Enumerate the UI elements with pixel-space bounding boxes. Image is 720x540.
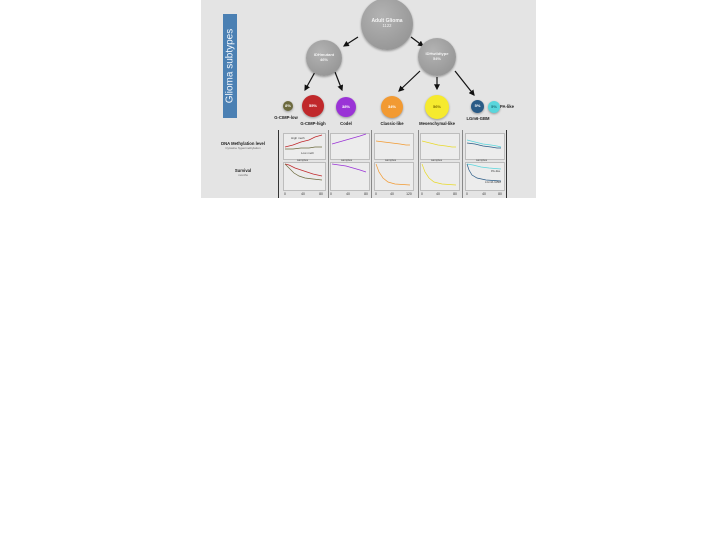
label-gcimp-high: G-CIMP-high [300,121,326,126]
note-lgm6: LGm6-GBM [485,180,502,184]
label-codel: Codel [340,121,352,126]
note-samples-5: samples [476,158,488,162]
tick-1-c: 80 [319,192,323,196]
row-title-methylation: DNA Methylation level [221,141,265,146]
row-title-survival: Survival [234,168,252,173]
note-samples-2: samples [341,158,353,162]
meth-panel-3 [374,133,414,160]
sidebar [223,14,237,118]
divider-4 [462,130,463,198]
surv-curve-mesenchymal [421,163,457,186]
node-gcimp-high-pct: 55% [308,102,317,108]
node-codel: 38% [336,97,356,117]
note-pa-like: PA-like [491,169,501,173]
divider-2 [371,130,372,198]
surv-curve-gcimphigh [284,163,323,177]
divider-left [278,130,279,198]
node-mesenchymal-like-pct: 56% [432,103,441,109]
meth-curve-lgm6 [466,142,501,149]
meth-panel-4 [420,133,460,160]
tick-1-a: 0 [284,192,286,196]
surv-curve-palike [466,163,502,170]
note-samples-1: samples [297,158,309,162]
row-subtitle-methylation: Cytosine hypermethylation [225,146,261,150]
node-pa-like-pct: 5% [491,103,497,109]
node-idh-wildtype-pct: 54% [432,56,441,61]
node-adult-glioma: Adult Glioma 1122 [361,0,413,50]
curves [284,133,502,186]
row-subtitle-survival: months [238,173,248,177]
node-adult-glioma-count: 1122 [382,23,392,29]
node-idh-mutant-pct: 46% [319,57,328,62]
meth-panel-1 [283,133,326,160]
node-lgm6-gbm-pct: 5% [474,103,481,109]
tick-3-a: 0 [375,192,377,196]
label-classic-like: Classic-like [380,121,404,126]
node-idh-mutant: IDHmutant 46% [306,40,342,76]
node-adult-glioma-name: Adult Glioma [371,17,403,24]
edge-mutant-codel [334,71,344,92]
meth-curve-gcimphigh [284,134,323,148]
surv-curve-codel [331,163,367,173]
divider-1 [328,130,329,198]
meth-curve-classic [375,140,410,146]
node-codel-pct: 38% [341,103,350,109]
surv-curve-classic [375,163,411,186]
divider-right [506,130,507,198]
meth-curve-mesenchymal [421,140,456,148]
divider-3 [418,130,419,198]
tree-edges [304,36,475,96]
node-lgm6-gbm: 5% [471,100,484,113]
node-idh-wildtype-name: IDHwildtype [425,51,449,57]
tick-1-b: 40 [301,192,305,196]
surv-curve-gcimplow [284,163,323,181]
node-pa-like: 5% [488,101,500,113]
meth-curve-gcimplow [285,146,322,150]
node-mesenchymal-like: 56% [425,95,449,119]
tick-2-c: 80 [364,192,368,196]
node-classic-like-pct: 34% [387,103,396,109]
label-gcimp-low: G-CIMP-low [274,115,298,120]
edge-wildtype-classic [398,70,421,92]
node-idh-mutant-name: IDHmutant [313,52,335,58]
tick-5-c: 80 [498,192,502,196]
tick-5-a: 0 [466,192,468,196]
tick-2-b: 40 [346,192,350,196]
node-gcimp-low-pct: 8% [285,102,291,108]
meth-curve-palike [466,139,502,148]
edge-wildtype-lgm6 [454,70,475,96]
tick-5-b: 40 [482,192,486,196]
note-samples-3: samples [385,158,397,162]
node-classic-like: 34% [381,96,403,118]
note-low-meth: Low meth [301,151,315,155]
label-lgm6-gbm: LGm6-GBM [466,116,490,121]
node-gcimp-low: 8% [283,101,293,111]
tick-3-c: 120 [406,192,412,196]
surv-curve-lgm6 [466,163,502,182]
tick-3-b: 40 [390,192,394,196]
node-idh-wildtype: IDHwildtype 54% [418,38,456,76]
label-pa-like: PA-like [500,104,514,109]
surv-panel-1 [283,162,326,191]
tick-2-a: 0 [330,192,332,196]
tick-4-c: 80 [453,192,457,196]
surv-panel-5 [465,162,505,191]
note-samples-4: samples [431,158,443,162]
node-gcimp-high: 55% [302,95,324,117]
tick-4-b: 40 [436,192,440,196]
edge-root-mutant [342,36,359,47]
edge-mutant-gcimphigh [304,71,316,92]
meth-panel-2 [330,133,370,160]
tick-4-a: 0 [421,192,423,196]
surv-panel-3 [374,162,414,191]
label-mesenchymal-like: Mesenchymal-like [419,121,455,126]
surv-panel-4 [420,162,460,191]
slide: Glioma subtypes Adult Glioma 1122 IDHmut… [201,0,536,198]
meth-curve-codel [331,133,367,145]
note-high-meth: High meth [291,136,305,140]
